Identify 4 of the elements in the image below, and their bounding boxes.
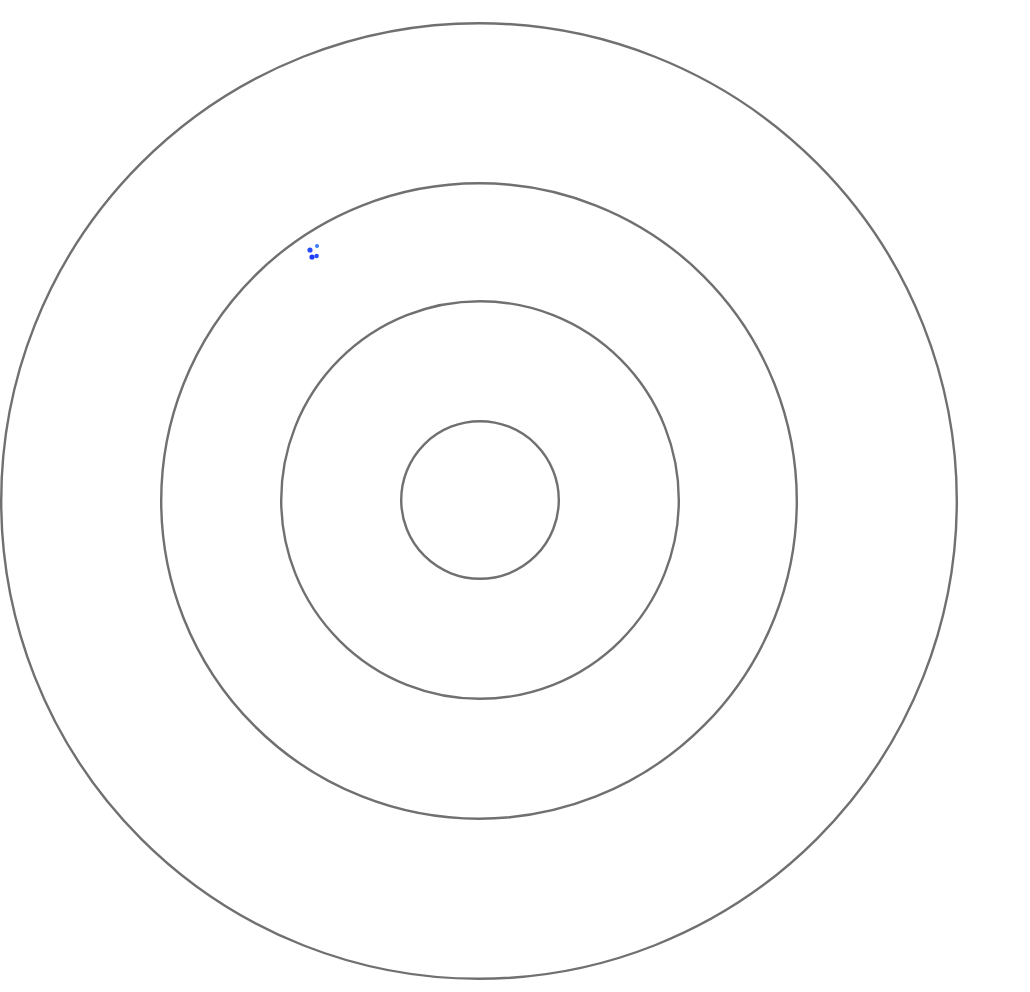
ring-circle — [160, 181, 798, 819]
ring-circle — [0, 21, 958, 979]
ring-circle — [279, 300, 679, 700]
ring-circle — [399, 420, 559, 580]
